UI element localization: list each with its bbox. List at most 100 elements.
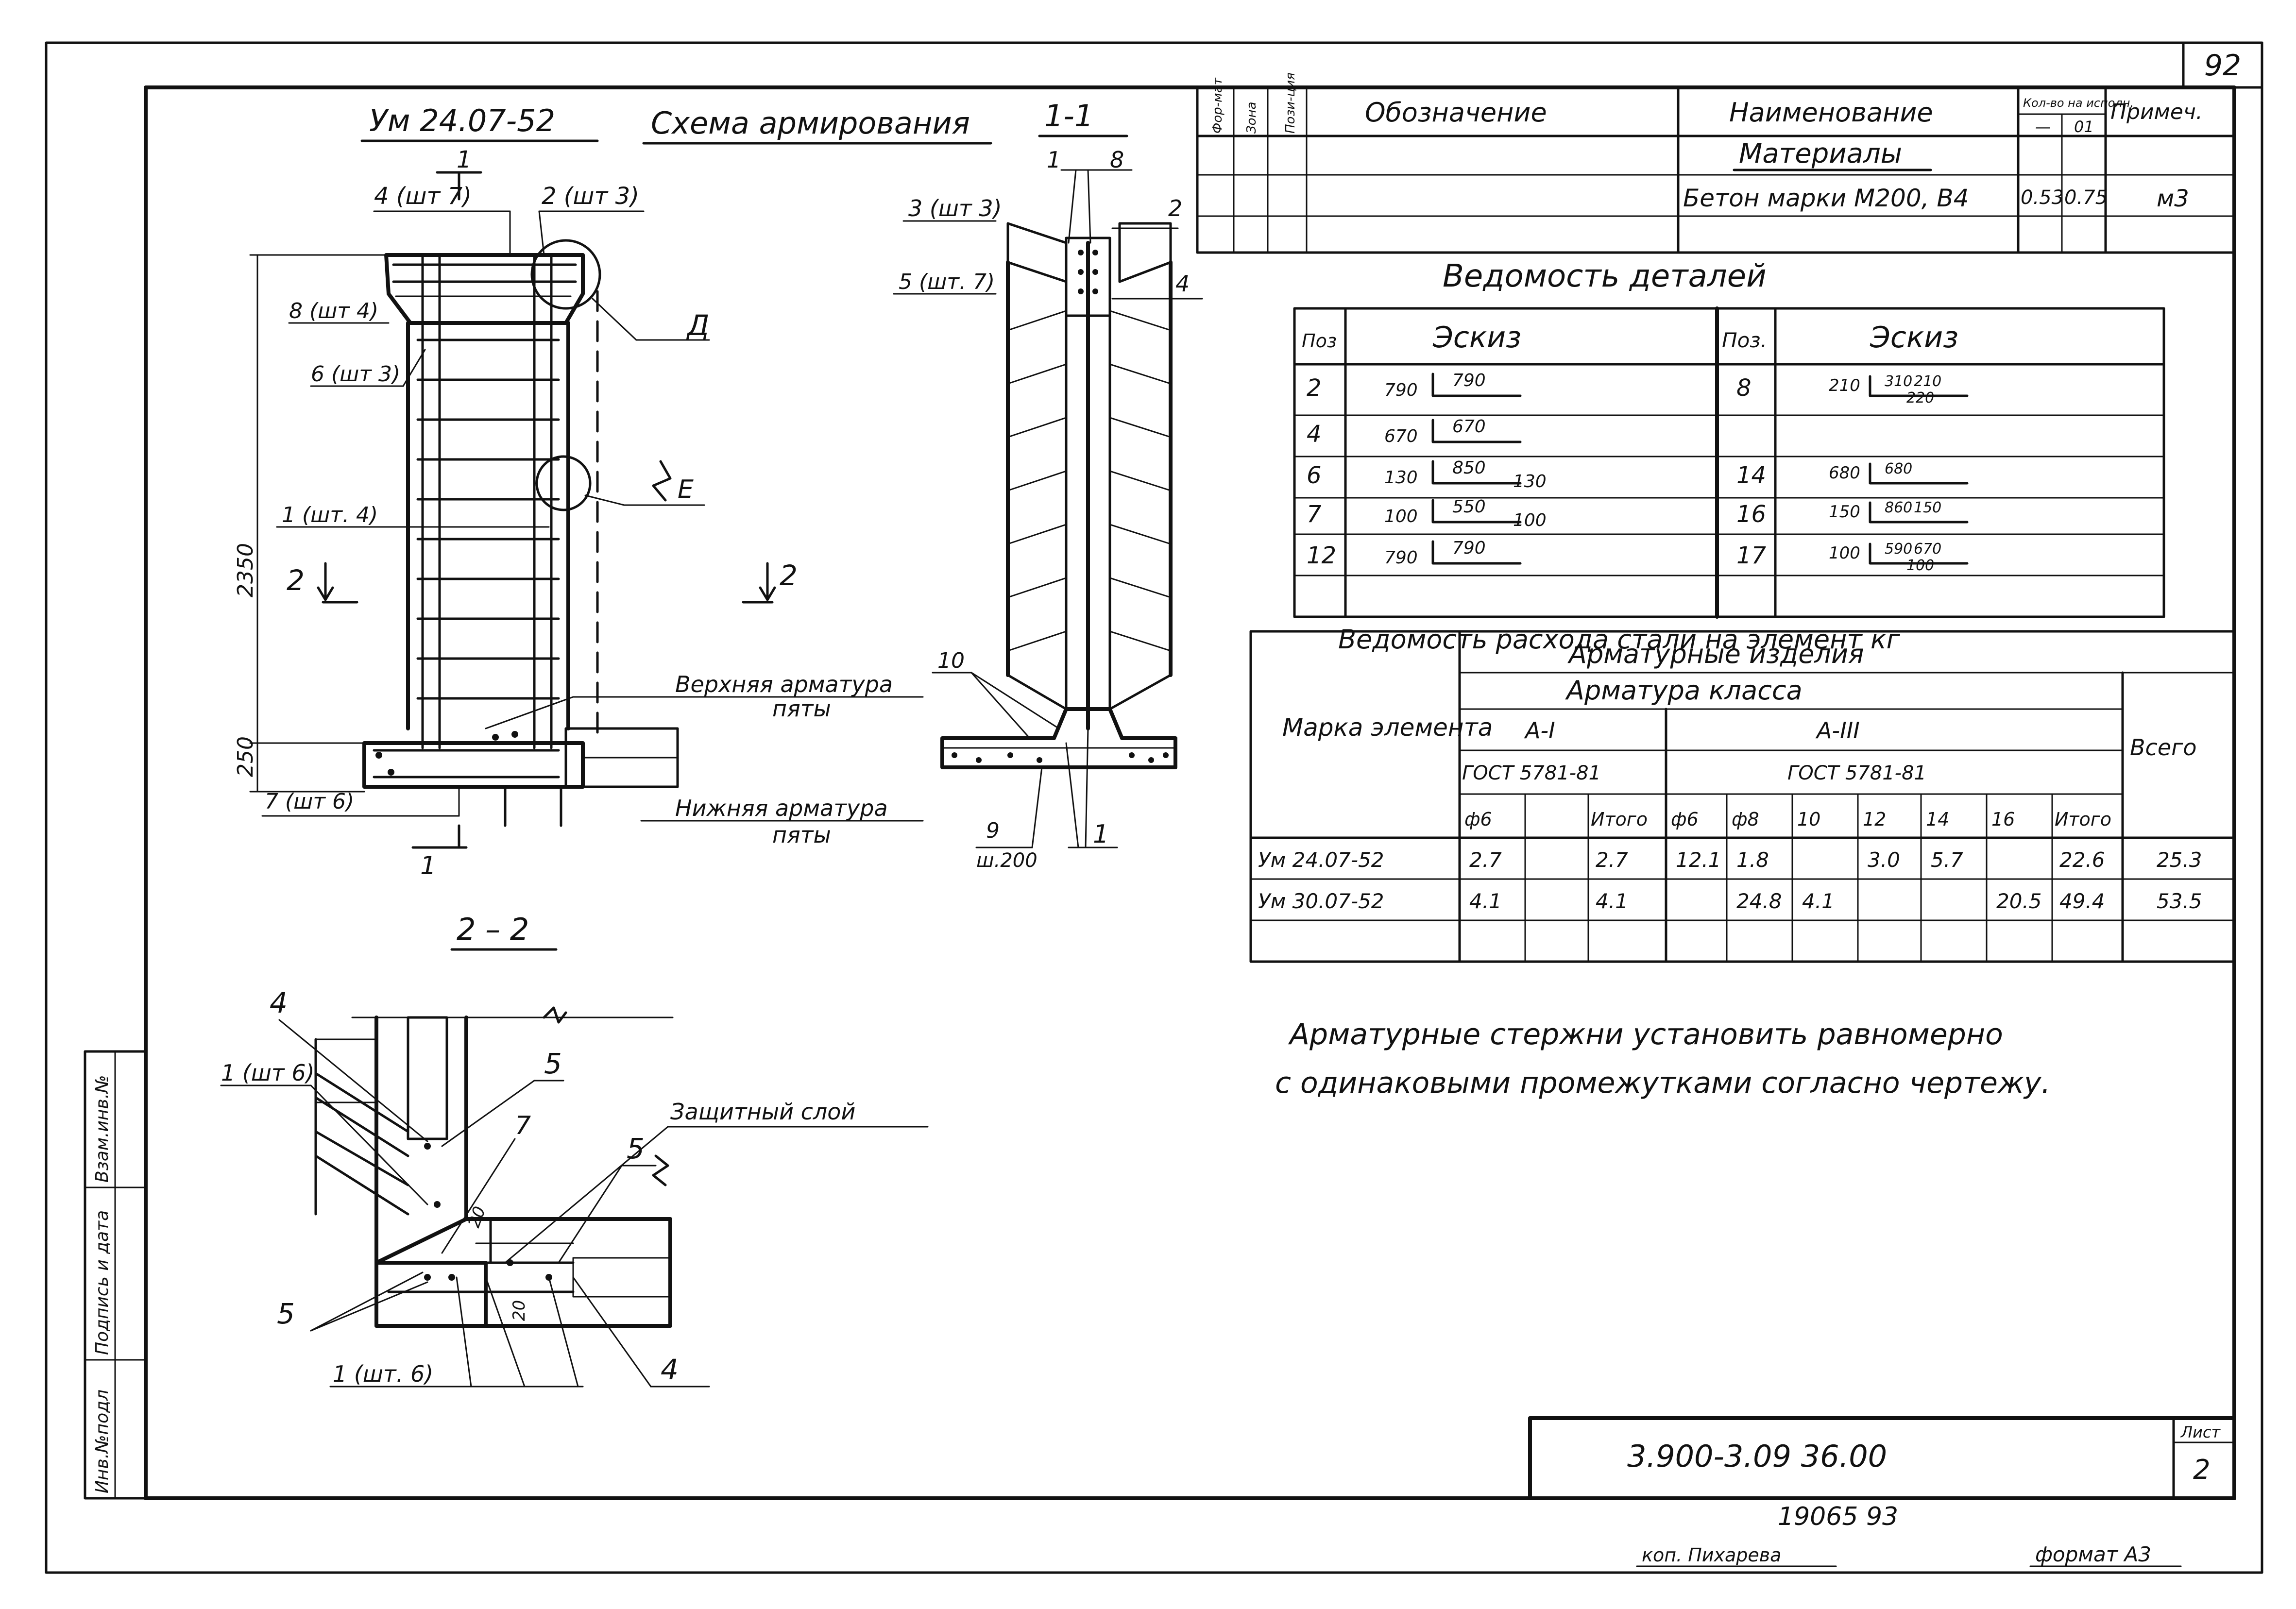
steel-col-header: Итого bbox=[2055, 809, 2111, 830]
sec22-n4: 4 bbox=[270, 986, 288, 1019]
spec-section: Материалы bbox=[1739, 138, 1902, 169]
details-left-sketch bbox=[1431, 499, 1522, 524]
steel-table: Ведомость расхода стали на элемент кг Ар… bbox=[1249, 624, 2236, 963]
label-bar-8: 8 (шт 4) bbox=[289, 299, 378, 323]
dim-base: 250 bbox=[233, 736, 258, 777]
details-right-dim-c: 210 bbox=[1914, 373, 1941, 390]
spec-h-zone: Зона bbox=[1244, 102, 1259, 134]
details-right-pos: 8 bbox=[1736, 374, 1752, 402]
steel-cell: 20.5 bbox=[1996, 889, 2042, 913]
details-right-sketch bbox=[1869, 462, 1969, 485]
details-right-sketch bbox=[1869, 375, 1969, 397]
details-left-dim-b: 850 bbox=[1452, 458, 1486, 478]
steel-cell: 1.8 bbox=[1736, 848, 1769, 872]
spec-h-designation: Обозначение bbox=[1365, 97, 1547, 128]
steel-col-header: 16 bbox=[1991, 809, 2015, 830]
steel-cell: 2.7 bbox=[1469, 848, 1502, 872]
spec-row-name: Бетон марки М200, В4 bbox=[1683, 184, 1969, 212]
details-left-dim-a: 130 bbox=[1384, 468, 1418, 488]
spec-h-name: Наименование bbox=[1729, 97, 1933, 128]
steel-col-header: ф8 bbox=[1732, 809, 1759, 830]
sec22-n5b: 5 bbox=[627, 1132, 645, 1165]
spec-qty-sub-1: — bbox=[2035, 118, 2051, 136]
steel-h-mark: Марка элемента bbox=[1282, 713, 1493, 742]
details-left-dim-c: 100 bbox=[1513, 510, 1547, 530]
note-line-1: Арматурные стержни установить равномерно bbox=[1288, 1017, 2003, 1051]
steel-row-mark: Ум 30.07-52 bbox=[1258, 889, 1384, 913]
steel-h-gost2: ГОСТ 5781-81 bbox=[1787, 762, 1926, 784]
cut-mark-bottom: 1 bbox=[420, 851, 436, 881]
details-left-pos: 6 bbox=[1307, 462, 1322, 489]
details-left-dim-a: 790 bbox=[1384, 548, 1418, 568]
sec22-n5a: 5 bbox=[544, 1047, 562, 1080]
spec-qty-sub-2: 01 bbox=[2074, 118, 2094, 136]
steel-h-a3: А-III bbox=[1815, 717, 1860, 744]
steel-col-header: 10 bbox=[1797, 809, 1820, 830]
detail-label-d: Д bbox=[686, 309, 709, 342]
steel-row-total: 53.5 bbox=[2157, 889, 2202, 913]
sec22-dim-20b: 20 bbox=[510, 1300, 529, 1321]
steel-cell: 5.7 bbox=[1931, 848, 1963, 872]
lower-reinf-label: Нижняя арматура bbox=[675, 795, 888, 821]
steel-h-a1: А-I bbox=[1524, 717, 1555, 744]
spec-table: Фор-мат Зона Пози-ция Обозначение Наимен… bbox=[1196, 72, 2236, 254]
sec11-sh200: ш.200 bbox=[976, 849, 1037, 872]
list-number: 2 bbox=[2193, 1454, 2211, 1486]
sec11-n10: 10 bbox=[937, 648, 965, 673]
sec11-label-5: 5 (шт. 7) bbox=[899, 270, 995, 294]
list-label: Лист bbox=[2180, 1423, 2221, 1441]
note-line-2: с одинаковыми промежутками согласно черт… bbox=[1275, 1066, 2051, 1100]
sec11-n2: 2 bbox=[1168, 195, 1182, 221]
sec11-label-3: 3 (шт 3) bbox=[908, 195, 1002, 221]
steel-col-header: ф6 bbox=[1671, 809, 1699, 830]
details-right-dim-b: 680 bbox=[1885, 460, 1912, 477]
details-right-dim-b: 590 bbox=[1885, 541, 1912, 558]
details-right-dim-a: 210 bbox=[1829, 376, 1860, 395]
binding-label-2: Подпись и дата bbox=[92, 1210, 112, 1355]
upper-reinf-label-2: пяты bbox=[772, 695, 831, 722]
steel-cell: 4.1 bbox=[1469, 889, 1502, 913]
sec22-label-1: 1 (шт 6) bbox=[221, 1060, 315, 1086]
details-left-pos: 7 bbox=[1307, 501, 1322, 528]
title-mark: Ум 24.07-52 bbox=[369, 103, 555, 138]
spec-h-pos: Пози-ция bbox=[1283, 72, 1298, 134]
details-right-pos: 17 bbox=[1736, 542, 1767, 569]
section-1-1-title: 1-1 bbox=[1044, 98, 1093, 134]
steel-h-products: Арматурные изделия bbox=[1567, 639, 1864, 669]
cut-mark-top: 1 bbox=[457, 146, 472, 173]
sec11-n8: 8 bbox=[1110, 147, 1124, 173]
spec-h-format: Фор-мат bbox=[1210, 77, 1225, 134]
details-left-sketch bbox=[1431, 419, 1522, 443]
details-table: Ведомость деталей Поз Эскиз Поз. Эскиз 2… bbox=[1293, 258, 2165, 619]
steel-col-header: ф6 bbox=[1464, 809, 1492, 830]
spec-h-qty: Кол-во на исполн. bbox=[2023, 96, 2134, 110]
steel-title: Ведомость расхода стали на элемент кг bbox=[1338, 624, 1901, 655]
details-left-dim-b: 790 bbox=[1452, 371, 1486, 390]
sec11-n4: 4 bbox=[1175, 271, 1190, 297]
title-text: Схема армирования bbox=[651, 105, 970, 141]
steel-cell: 4.1 bbox=[1802, 889, 1835, 913]
steel-h-class: Арматура класса bbox=[1565, 675, 1803, 706]
sec22-n5c: 5 bbox=[277, 1297, 295, 1330]
binding-label-1: Инв.№подл bbox=[92, 1389, 112, 1493]
details-left-pos: 12 bbox=[1307, 542, 1336, 569]
details-left-dim-b: 550 bbox=[1452, 497, 1486, 517]
details-right-dim-b: 860 bbox=[1885, 499, 1912, 516]
details-right-sketch bbox=[1869, 542, 1969, 565]
steel-row-mark: Ум 24.07-52 bbox=[1258, 848, 1384, 872]
lower-reinf-label-2: пяты bbox=[772, 822, 831, 848]
details-right-dim-c: 670 bbox=[1914, 541, 1941, 558]
sec11-n1: 1 bbox=[1047, 147, 1061, 173]
details-right-dim-a: 100 bbox=[1829, 543, 1860, 563]
detail-circle-d bbox=[530, 239, 601, 310]
archive-number: 19065 93 bbox=[1778, 1502, 1898, 1531]
details-left-sketch bbox=[1431, 460, 1522, 485]
details-right-dim-d: 220 bbox=[1906, 390, 1934, 406]
section-2-mark-right: 2 bbox=[780, 559, 798, 592]
label-bar-4: 4 (шт 7) bbox=[374, 183, 472, 210]
details-left-dim-b: 790 bbox=[1452, 538, 1486, 558]
details-title: Ведомость деталей bbox=[1443, 258, 1767, 294]
details-right-pos: 16 bbox=[1736, 501, 1766, 528]
details-right-dim-c: 150 bbox=[1914, 499, 1941, 516]
